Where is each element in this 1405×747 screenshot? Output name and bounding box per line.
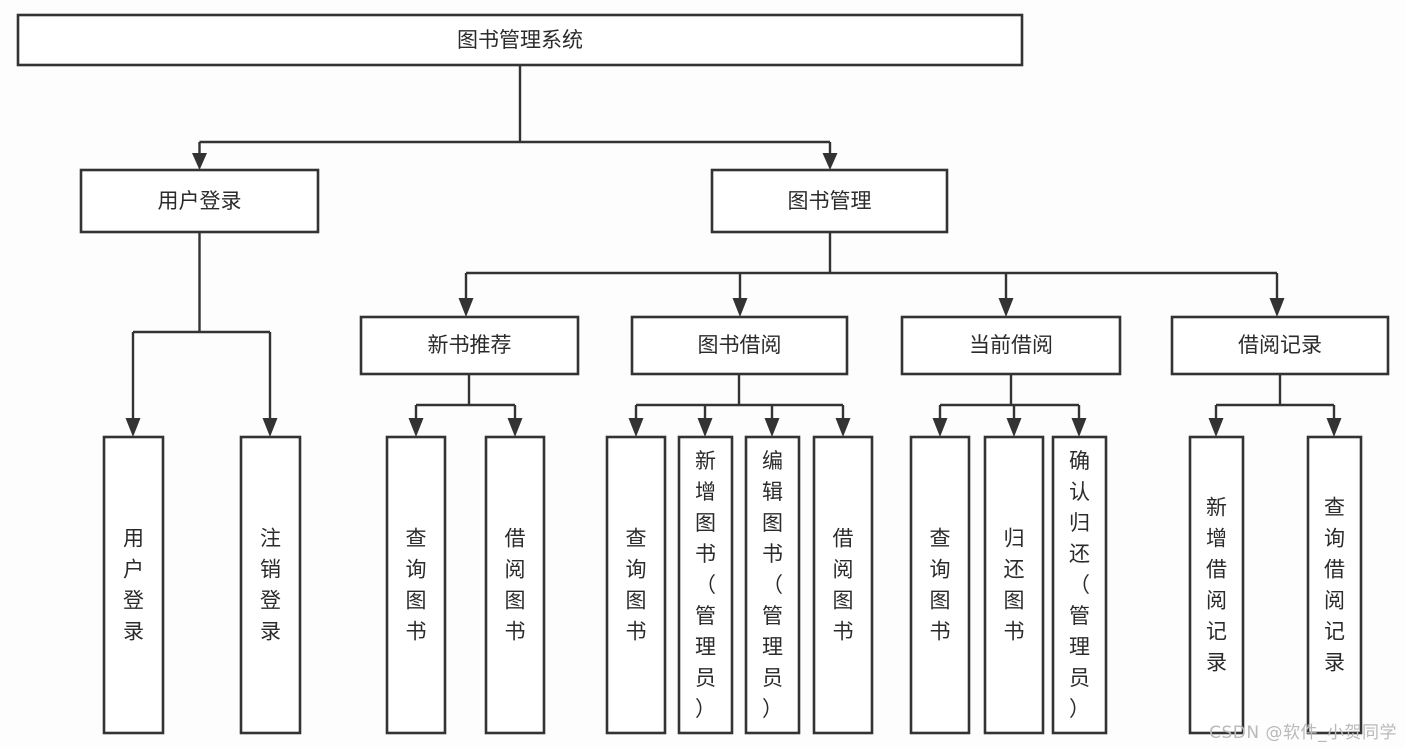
node-book-management[interactable]: 图书管理 <box>710 168 949 234</box>
arrowhead-newbook-leaf-2 <box>507 418 523 437</box>
arrowhead-level3-borrow <box>732 298 748 317</box>
leaf-node-user-login[interactable]: 用户登录 <box>102 435 165 735</box>
node-label-book-management: 图书管理 <box>788 189 872 213</box>
arrowhead-record-leaf-1 <box>1208 418 1224 437</box>
leaf-node-borrow-book[interactable]: 借阅图书 <box>812 435 874 735</box>
node-box-book-borrow[interactable] <box>630 315 849 376</box>
node-label-borrow-record: 借阅记录 <box>1238 333 1322 357</box>
arrowhead-borrow-leaf-2 <box>697 418 713 437</box>
leaf-node-logout[interactable]: 注销登录 <box>239 435 302 735</box>
leaf-label-return-book: 归还图书 <box>1004 527 1025 644</box>
leaf-label-add-book-admin: 新增图书（管理员） <box>695 449 716 721</box>
arrowhead-current-leaf-2 <box>1006 418 1022 437</box>
connector-layer <box>125 65 1342 437</box>
node-label-user-login: 用户登录 <box>158 189 242 213</box>
arrowhead-newbook-leaf-1 <box>408 418 424 437</box>
leaf-box-user-login[interactable] <box>102 435 165 735</box>
arrowhead-borrow-leaf-1 <box>628 418 644 437</box>
node-box-root[interactable] <box>16 13 1024 67</box>
arrowhead-level3-current <box>998 298 1014 317</box>
arrowhead-userlogin-leaf-1 <box>125 418 141 437</box>
node-box-new-book-recommend[interactable] <box>359 315 580 376</box>
leaf-box-add-book-admin[interactable] <box>677 435 734 735</box>
node-label-root: 图书管理系统 <box>457 28 583 52</box>
leaf-node-edit-book-admin[interactable]: 编辑图书（管理员） <box>744 435 801 735</box>
leaf-label-borrow-book-newbook: 借阅图书 <box>505 527 526 644</box>
leaf-label-edit-book-admin: 编辑图书（管理员） <box>762 449 783 721</box>
arrowhead-borrow-leaf-3 <box>764 418 780 437</box>
arrowhead-root-to-book-manage <box>822 153 838 170</box>
leaf-node-confirm-return-admin[interactable]: 确认归还（管理员） <box>1051 435 1108 735</box>
leaf-label-borrow-book: 借阅图书 <box>833 527 854 644</box>
leaf-box-confirm-return-admin[interactable] <box>1051 435 1108 735</box>
leaf-box-edit-book-admin[interactable] <box>744 435 801 735</box>
leaf-node-borrow-book-newbook[interactable]: 借阅图书 <box>484 435 546 735</box>
leaf-node-query-book-current[interactable]: 查询图书 <box>909 435 971 735</box>
arrowhead-level3-new-book <box>458 298 474 317</box>
leaf-box-borrow-book[interactable] <box>812 435 874 735</box>
node-root-system[interactable]: 图书管理系统 <box>16 13 1024 67</box>
leaf-node-return-book[interactable]: 归还图书 <box>983 435 1045 735</box>
arrowhead-record-leaf-2 <box>1326 418 1342 437</box>
leaf-node-query-borrow-record[interactable]: 查询借阅记录 <box>1306 435 1363 735</box>
node-user-login[interactable]: 用户登录 <box>79 168 320 234</box>
node-new-book-recommend[interactable]: 新书推荐 <box>359 315 580 376</box>
node-label-current-borrow: 当前借阅 <box>969 333 1053 357</box>
leaf-box-query-book-current[interactable] <box>909 435 971 735</box>
leaf-label-query-book-borrow: 查询图书 <box>626 527 647 644</box>
leaf-label-user-login: 用户登录 <box>123 527 144 644</box>
leaf-box-logout[interactable] <box>239 435 302 735</box>
leaf-node-query-book-borrow[interactable]: 查询图书 <box>605 435 667 735</box>
leaf-label-query-book-current: 查询图书 <box>930 527 951 644</box>
node-current-borrow[interactable]: 当前借阅 <box>900 315 1122 376</box>
arrowhead-current-leaf-1 <box>932 418 948 437</box>
leaf-box-borrow-book-newbook[interactable] <box>484 435 546 735</box>
leaf-box-query-borrow-record[interactable] <box>1306 435 1363 735</box>
leaf-label-logout: 注销登录 <box>260 527 281 644</box>
node-box-book-management[interactable] <box>710 168 949 234</box>
leaf-label-add-borrow-record: 新增借阅记录 <box>1206 496 1227 675</box>
leaf-node-add-borrow-record[interactable]: 新增借阅记录 <box>1188 435 1245 735</box>
leaf-box-query-book-borrow[interactable] <box>605 435 667 735</box>
leaf-label-query-borrow-record: 查询借阅记录 <box>1324 496 1345 675</box>
leaf-box-add-borrow-record[interactable] <box>1188 435 1245 735</box>
leaf-box-return-book[interactable] <box>983 435 1045 735</box>
arrowhead-current-leaf-3 <box>1071 418 1087 437</box>
arrowhead-level3-record <box>1269 298 1285 317</box>
leaf-box-query-book-newbook[interactable] <box>385 435 447 735</box>
node-box-current-borrow[interactable] <box>900 315 1122 376</box>
leaf-node-add-book-admin[interactable]: 新增图书（管理员） <box>677 435 734 735</box>
csdn-watermark: CSDN @软件_小贺同学 <box>1209 723 1397 743</box>
leaf-node-query-book-newbook[interactable]: 查询图书 <box>385 435 447 735</box>
node-book-borrow[interactable]: 图书借阅 <box>630 315 849 376</box>
arrowhead-userlogin-leaf-2 <box>262 418 278 437</box>
arrowhead-root-to-user-login <box>192 153 207 170</box>
node-label-new-book-recommend: 新书推荐 <box>428 333 512 357</box>
arrowhead-borrow-leaf-4 <box>835 418 851 437</box>
node-borrow-record[interactable]: 借阅记录 <box>1170 315 1390 376</box>
leaf-label-confirm-return-admin: 确认归还（管理员） <box>1069 449 1090 721</box>
leaf-label-query-book-newbook: 查询图书 <box>406 527 427 644</box>
node-box-borrow-record[interactable] <box>1170 315 1390 376</box>
node-label-book-borrow: 图书借阅 <box>698 333 782 357</box>
node-box-user-login[interactable] <box>79 168 320 234</box>
